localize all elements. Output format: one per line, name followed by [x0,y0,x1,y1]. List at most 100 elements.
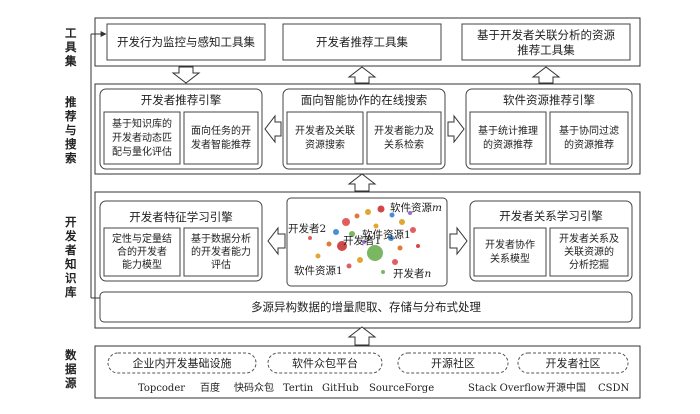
svg-text:能力模型: 能力模型 [122,258,162,271]
svg-text:荐: 荐 [64,109,77,123]
svg-text:开发者能力及: 开发者能力及 [374,124,434,137]
knowledge-base-layer [94,191,641,329]
svg-text:企业内开发基础设施: 企业内开发基础设施 [133,356,232,370]
svg-text:者: 者 [64,243,77,257]
svg-text:发: 发 [64,229,77,243]
svg-text:面向智能协作的在线搜索: 面向智能协作的在线搜索 [301,93,428,107]
tool-recommender-box: 开发者推荐工具集 [282,23,442,61]
svg-text:定性与定量结: 定性与定量结 [112,232,172,245]
source-csdn: CSDN [598,383,630,394]
svg-text:据: 据 [65,362,77,376]
svg-text:开源社区: 开源社区 [431,356,475,370]
tool-resource-box: 基于开发者关联分析的资源 推荐工具集 [461,23,631,61]
svg-text:资源搜索: 资源搜索 [305,138,345,151]
svg-text:知: 知 [64,257,77,271]
recommend-search-layer [94,83,641,175]
source-github: GitHub [322,383,359,394]
hollow-arrow-up [347,66,377,84]
svg-text:推荐工具集: 推荐工具集 [517,43,575,57]
svg-text:合的开发者: 合的开发者 [117,245,167,258]
svg-text:软件资源推荐引擎: 软件资源推荐引擎 [503,93,595,107]
source-group-developer-community: 开发者社区 [517,352,629,374]
hollow-arrow-left [267,226,286,256]
side-label-knowledge-base: 开 发 者 知 识 库 [64,215,77,299]
svg-text:工: 工 [65,26,77,40]
hollow-arrow-down [171,66,201,84]
svg-text:面向任务的开: 面向任务的开 [191,124,251,137]
data-sources-layer [94,345,641,399]
hollow-arrow-left [264,114,282,144]
svg-text:发者智能推荐: 发者智能推荐 [191,138,251,151]
label-developer-1: 开发者1 [343,234,381,247]
svg-text:开发者协作: 开发者协作 [485,238,535,251]
svg-text:配与量化评估: 配与量化评估 [112,145,172,158]
source-stackoverflow: Stack Overflow [468,383,546,394]
svg-text:分析挖掘: 分析挖掘 [569,258,609,271]
hollow-arrow-up [347,173,377,192]
svg-text:搜: 搜 [65,137,77,151]
svg-text:源: 源 [64,376,77,390]
svg-text:多源异构数据的增量爬取、存储与分布式处理: 多源异构数据的增量爬取、存储与分布式处理 [251,300,481,314]
source-kuaima: 快码众包 [234,381,274,394]
svg-text:开发者关系及: 开发者关系及 [559,232,619,245]
svg-text:识: 识 [65,271,77,285]
hollow-arrow-up [531,66,561,84]
hollow-arrow-right [447,114,465,144]
svg-text:的资源推荐: 的资源推荐 [564,138,614,151]
svg-text:数: 数 [65,348,77,362]
svg-text:关系模型: 关系模型 [490,252,530,265]
svg-text:基于协同过滤: 基于协同过滤 [559,124,619,137]
svg-text:与: 与 [65,123,77,137]
tool-monitor-box: 开发行为监控与感知工具集 [106,23,266,61]
svg-text:评估: 评估 [211,258,231,271]
developer-feature-learning-engine: 开发者特征学习引擎 定性与定量结 合的开发者 能力模型 基于数据分析 的开发者能… [99,200,263,282]
hollow-arrow-right [449,226,468,256]
source-sourceforge: SourceForge [369,383,434,394]
svg-text:开发者动态匹: 开发者动态匹 [112,131,172,144]
svg-text:推: 推 [65,95,77,109]
svg-text:基于数据分析: 基于数据分析 [191,232,251,245]
side-label-recommend-search: 推 荐 与 搜 索 [64,95,77,165]
source-group-crowdsourcing: 软件众包平台 [267,352,383,374]
developer-resource-graph: 开发者2 开发者1 软件资源m 软件资源1 软件资源1 开发者n [286,197,448,287]
svg-text:基于开发者关联分析的资源: 基于开发者关联分析的资源 [477,28,615,42]
graph-bubbles [308,205,420,274]
svg-text:的资源推荐: 的资源推荐 [483,138,533,151]
hollow-arrow-up [347,326,377,346]
svg-text:具: 具 [65,40,77,54]
svg-text:开发者关系学习引擎: 开发者关系学习引擎 [499,209,603,223]
svg-text:开发行为监控与感知工具集: 开发行为监控与感知工具集 [117,35,255,49]
label-resource-1: 软件资源1 [294,264,343,277]
svg-text:开发者社区: 开发者社区 [546,356,601,370]
source-group-enterprise: 企业内开发基础设施 [107,352,257,374]
svg-text:软件众包平台: 软件众包平台 [292,356,358,370]
svg-text:索: 索 [65,151,77,165]
label-resource-1-small: 软件资源1 [362,228,411,241]
label-developer-n: 开发者n [393,267,432,280]
svg-text:库: 库 [65,285,77,299]
svg-text:开发者推荐引擎: 开发者推荐引擎 [141,93,222,107]
svg-text:集: 集 [64,54,77,68]
svg-text:开发者推荐工具集: 开发者推荐工具集 [316,35,408,49]
tools-layer [94,17,641,67]
svg-text:基于知识库的: 基于知识库的 [112,117,172,130]
source-group-open-source: 开源社区 [397,352,509,374]
svg-text:关联资源的: 关联资源的 [564,245,614,258]
developer-relation-learning-engine: 开发者关系学习引擎 开发者协作 关系模型 开发者关系及 关联资源的 分析挖掘 [469,200,633,282]
source-baidu: 百度 [200,381,220,394]
source-names: Topcoder 百度 快码众包 Tertin GitHub SourceFor… [138,381,630,394]
developer-recommendation-engine: 开发者推荐引擎 基于知识库的 开发者动态匹 配与量化评估 面向任务的开 发者智能… [99,88,263,170]
svg-text:开发者特征学习引擎: 开发者特征学习引擎 [129,210,233,224]
svg-text:开发者及关联: 开发者及关联 [295,124,355,137]
svg-text:关系检索: 关系检索 [384,138,424,151]
source-tertin: Tertin [283,383,314,394]
label-resource-m: 软件资源m [390,201,442,214]
label-developer-2: 开发者2 [288,222,326,235]
online-search-engine: 面向智能协作的在线搜索 开发者及关联 资源搜索 开发者能力及 关系检索 [282,88,446,170]
side-label-data-sources: 数 据 源 [64,348,77,390]
side-label-tools: 工 具 集 [64,26,77,68]
resource-recommendation-engine: 软件资源推荐引擎 基于统计推理 的资源推荐 基于协同过滤 的资源推荐 [465,88,633,170]
svg-text:开: 开 [65,215,77,229]
svg-text:基于统计推理: 基于统计推理 [478,124,538,137]
